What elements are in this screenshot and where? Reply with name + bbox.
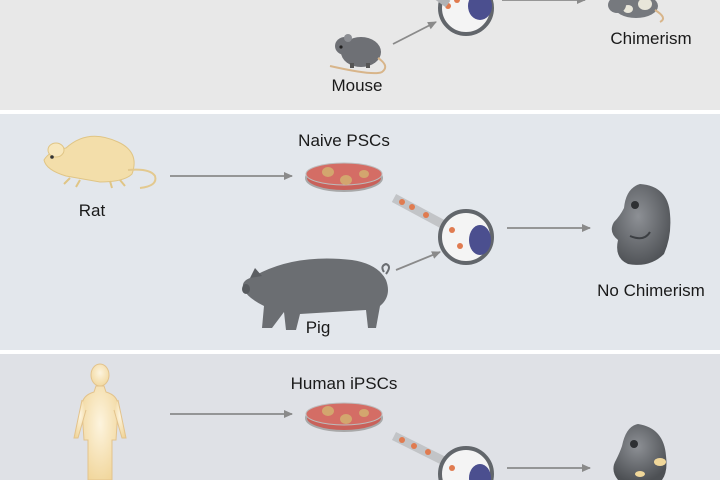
label-mouse: Mouse — [331, 76, 383, 95]
label-rat: Rat — [78, 201, 106, 220]
label-no-chimerism: No Chimerism — [597, 281, 705, 300]
arrow-mouse-to-blastocyst — [392, 21, 437, 45]
blastocyst-top — [438, 0, 494, 36]
mouse-illustration — [329, 34, 387, 75]
pig-illustration — [242, 258, 390, 330]
blastocyst-pig — [438, 209, 494, 265]
human-illustration — [73, 363, 127, 480]
pipette-rat-cells — [391, 194, 449, 230]
label-human-ipscs: Human iPSCs — [290, 374, 398, 393]
rat-illustration — [43, 135, 157, 189]
label-pig: Pig — [305, 318, 331, 337]
pipette-human-cells — [391, 431, 449, 467]
label-chimerism: Chimerism — [610, 29, 692, 48]
label-naive-pscs: Naive PSCs — [298, 131, 390, 150]
arrow-pig-to-blastocyst — [395, 251, 441, 271]
blastocyst-human — [438, 446, 494, 480]
chimeric-mouse-illustration — [608, 0, 665, 23]
embryo-no-chimerism — [611, 184, 671, 265]
embryo-human-chimera — [613, 424, 667, 480]
culture-dish-human — [305, 402, 383, 432]
culture-dish-rat — [305, 162, 383, 192]
pipette-top — [435, 0, 451, 8]
